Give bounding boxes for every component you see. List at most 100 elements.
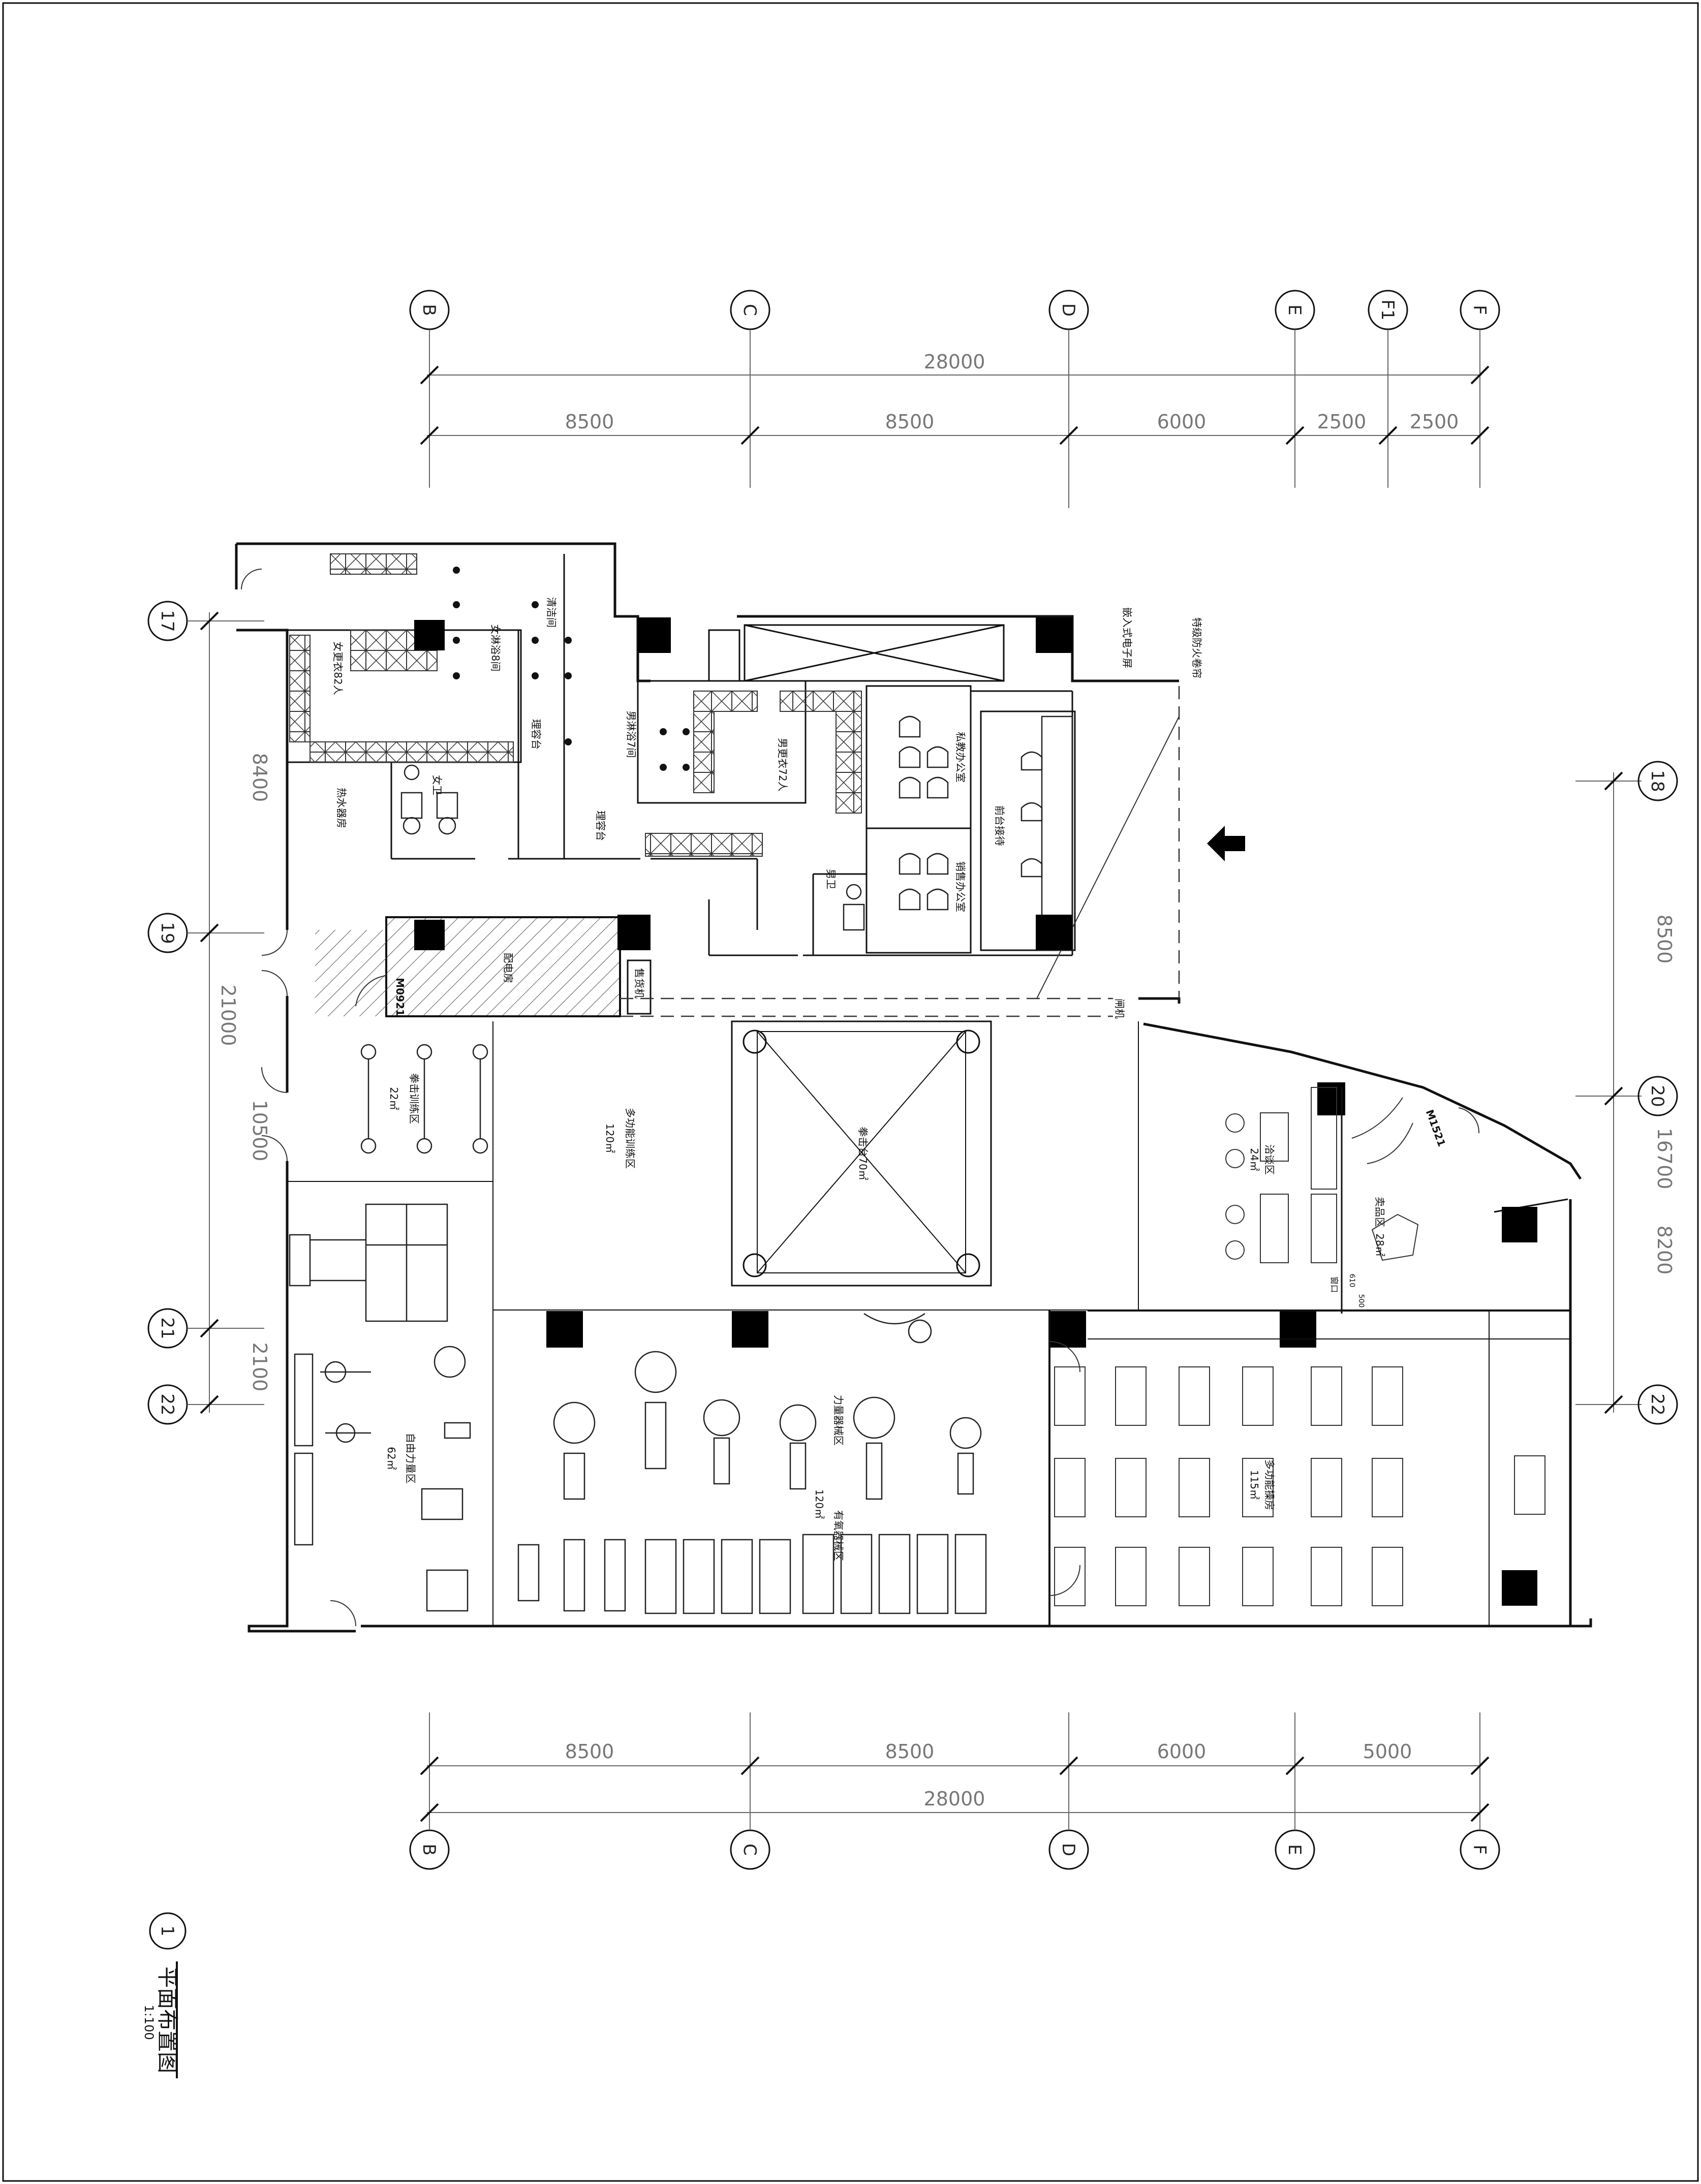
- zone-cardio-area: 120㎡: [813, 1489, 825, 1519]
- title-index: 1: [157, 1925, 177, 1937]
- entrance-arrow-icon: [1207, 826, 1245, 861]
- room-women-wc: 女卫: [431, 775, 443, 795]
- corridor-hatch: [315, 930, 386, 1016]
- top-axis-bubbles: [409, 290, 1500, 330]
- left-dimension-chain: [188, 611, 264, 1414]
- drawing-title: 平面布置图: [155, 1967, 180, 2073]
- zone-free-weights-area: 62㎡: [385, 1447, 397, 1470]
- room-cleaning: 清洁间: [545, 597, 558, 628]
- strength-machines: [553, 1313, 982, 1500]
- vending-machine: [627, 959, 652, 1015]
- axis-bottom-c: C: [739, 1844, 760, 1856]
- zone-multi: 多功能训练区: [624, 1108, 636, 1169]
- room-sales-office: 销售办公室: [954, 861, 967, 912]
- window-dim-610: 610: [1348, 1273, 1356, 1288]
- exterior-walls: [235, 542, 1592, 1633]
- toilet-fixtures: [400, 764, 865, 931]
- dim-left-total: 21000: [217, 985, 239, 1046]
- drawing-scale: 1:100: [142, 2005, 156, 2040]
- room-men-locker: 男更衣72人: [777, 738, 789, 792]
- axis-left-21: 21: [157, 1317, 177, 1339]
- dim-top-span-1: 8500: [565, 411, 614, 433]
- zone-ring: 拳击台70㎡: [857, 1127, 869, 1180]
- axis-top-b: B: [419, 304, 439, 316]
- door-m0921: M0921: [394, 978, 406, 1016]
- axis-top-c: C: [739, 304, 760, 316]
- axis-top-e: E: [1284, 304, 1305, 315]
- axis-bottom-b: B: [419, 1844, 439, 1855]
- dim-top-span-2: 8500: [885, 411, 935, 433]
- axis-left-17: 17: [157, 610, 177, 632]
- axis-top-d: D: [1058, 303, 1078, 317]
- room-men-wc: 男卫: [825, 869, 837, 889]
- dim-bottom-span-3: 6000: [1157, 1740, 1207, 1763]
- zone-boxing-area: 22㎡: [388, 1087, 400, 1110]
- structural-columns: [414, 617, 1537, 1606]
- right-dimension-chain: [1575, 771, 1642, 1414]
- dim-top-span-3: 6000: [1157, 411, 1207, 433]
- axis-right-20: 20: [1647, 1085, 1667, 1107]
- bottom-axis-bubbles: [409, 1829, 1500, 1870]
- zone-boxing: 拳击训练区: [408, 1073, 420, 1124]
- axis-left-22: 22: [157, 1393, 177, 1415]
- zone-studio: 多功能操房: [1263, 1459, 1276, 1510]
- room-private-office: 私教办公室: [954, 732, 967, 783]
- top-dimension-chain: [420, 330, 1490, 508]
- free-weight-equipment: [289, 1203, 471, 1612]
- dim-left-span-3: 2100: [249, 1343, 271, 1392]
- dim-top-span-4: 2500: [1317, 411, 1367, 433]
- dim-right-span-3: 8200: [1653, 1226, 1676, 1275]
- room-makeup-1: 理容台: [530, 719, 542, 750]
- studio-floor-marks: [1054, 1366, 1545, 1606]
- window-label: 窗口: [1329, 1276, 1339, 1293]
- zone-strength: 力量器械区: [832, 1395, 845, 1446]
- vending-label: 售货机: [633, 968, 645, 999]
- axis-bottom-e: E: [1284, 1844, 1305, 1855]
- dim-bottom-span-4: 5000: [1363, 1740, 1412, 1763]
- room-water-heater: 热水器房: [335, 788, 348, 828]
- zone-multi-area: 120㎡: [604, 1123, 616, 1153]
- zone-lounge-area: 24㎡: [1248, 1148, 1260, 1171]
- right-axis-bubbles: [1637, 761, 1678, 1425]
- axis-top-f1: F1: [1377, 299, 1398, 320]
- zone-retail: 卖品区: [1374, 1197, 1386, 1227]
- door-swings: [241, 569, 1480, 1627]
- dim-right-span-2: 16700: [1653, 1128, 1676, 1190]
- axis-bottom-f: F: [1469, 1845, 1490, 1855]
- zone-free-weights: 自由力量区: [405, 1433, 417, 1484]
- dim-right-span-1: 8500: [1653, 915, 1676, 964]
- dim-bottom-span-2: 8500: [885, 1740, 935, 1763]
- room-men-shower: 男淋浴7间: [625, 710, 637, 758]
- room-women-shower: 女淋浴8间: [489, 624, 502, 672]
- axis-left-19: 19: [157, 922, 177, 944]
- dim-bottom-span-1: 8500: [565, 1740, 614, 1763]
- fire-shutter-label: 特级防火卷帘: [1191, 617, 1203, 678]
- dim-left-span-2: 10500: [249, 1100, 271, 1162]
- zone-cardio: 有氧器械区: [832, 1510, 845, 1561]
- left-axis-bubbles: [147, 601, 188, 1425]
- axis-bottom-d: D: [1058, 1843, 1078, 1856]
- zone-lounge: 洽谈区: [1263, 1144, 1276, 1175]
- corridor-dashes: [620, 686, 1180, 1017]
- locker-banks: [289, 553, 862, 857]
- axis-right-22: 22: [1647, 1393, 1667, 1415]
- bottom-dimension-chain: [420, 1712, 1490, 1829]
- punching-bags: [360, 1044, 488, 1154]
- shutter-guide: [1036, 716, 1180, 999]
- boxing-ring: [731, 1020, 992, 1287]
- dim-top-span-5: 2500: [1410, 411, 1459, 433]
- title-index-circle: [149, 1912, 187, 1950]
- gate-label: 闸机: [1114, 999, 1126, 1019]
- room-front-desk: 前台接待: [994, 805, 1006, 846]
- axis-right-18: 18: [1647, 770, 1667, 792]
- zone-partitions: [287, 1021, 1570, 1626]
- axis-top-f: F: [1469, 305, 1490, 315]
- dim-bottom-total: 28000: [924, 1788, 985, 1810]
- lounge-furniture: [1225, 1087, 1419, 1263]
- cardio-treadmills: [517, 1534, 987, 1614]
- room-women-locker: 女更衣82人: [332, 641, 344, 695]
- window-dim-500: 500: [1357, 1294, 1365, 1308]
